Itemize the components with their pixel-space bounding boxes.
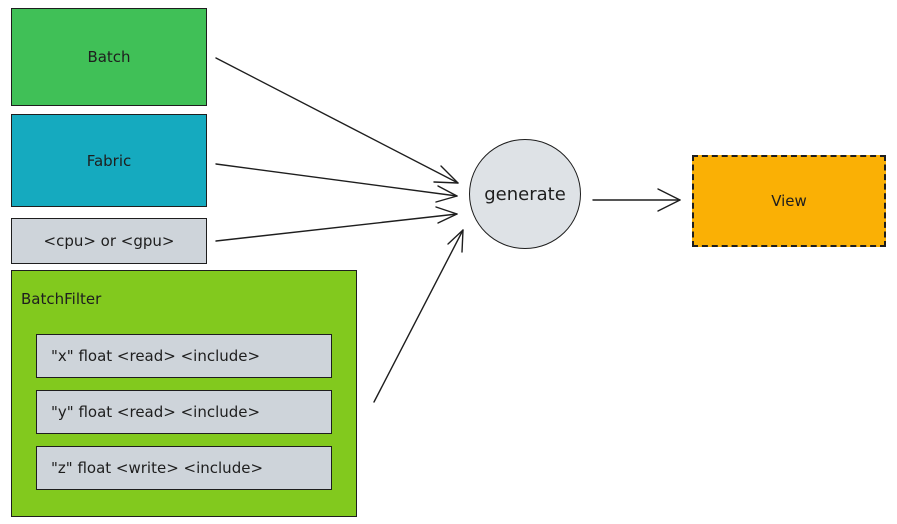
fabric-label: Fabric — [86, 151, 132, 170]
attribute-y-label: "y" float <read> <include> — [51, 403, 261, 421]
generate-label: generate — [484, 183, 566, 205]
batch-node[interactable]: Batch — [11, 8, 207, 106]
attribute-y[interactable]: "y" float <read> <include> — [36, 390, 332, 434]
attribute-z[interactable]: "z" float <write> <include> — [36, 446, 332, 490]
generate-node[interactable]: generate — [469, 139, 581, 249]
attribute-z-label: "z" float <write> <include> — [51, 459, 264, 477]
attribute-x[interactable]: "x" float <read> <include> — [36, 334, 332, 378]
attribute-x-label: "x" float <read> <include> — [51, 347, 261, 365]
batch-label: Batch — [87, 48, 131, 66]
arrow-batchfilter-to-generate — [373, 229, 464, 403]
fabric-node[interactable]: Fabric — [11, 114, 207, 207]
arrow-batch-to-generate — [215, 57, 459, 184]
arrow-device-to-generate — [215, 206, 458, 242]
view-label: View — [771, 192, 807, 210]
batchfilter-title: BatchFilter — [21, 290, 102, 308]
device-node[interactable]: <cpu> or <gpu> — [11, 218, 207, 264]
view-node[interactable]: View — [692, 155, 886, 247]
arrow-generate-to-view — [592, 188, 681, 212]
arrow-fabric-to-generate — [215, 163, 458, 203]
device-label: <cpu> or <gpu> — [43, 232, 175, 250]
